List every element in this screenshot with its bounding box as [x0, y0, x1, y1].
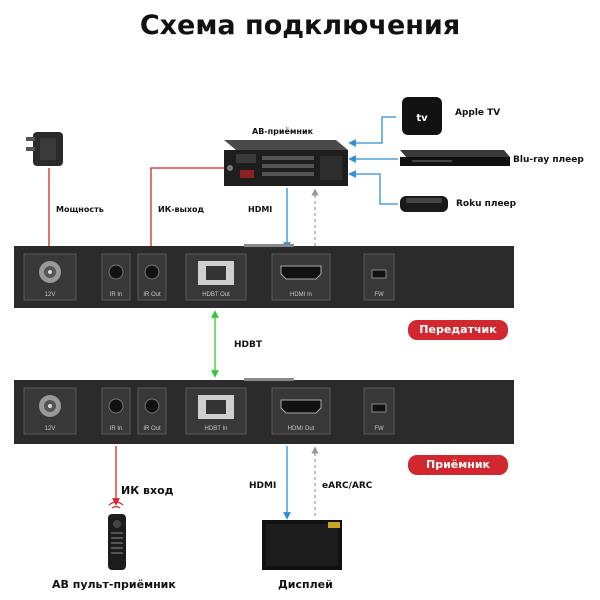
- av-receiver-icon: [224, 140, 348, 186]
- svg-text:tv: tv: [416, 113, 428, 124]
- rx-port-hdbt: HDBT In: [204, 426, 228, 432]
- ir-out-line: [150, 164, 232, 250]
- remote-icon: [108, 501, 126, 570]
- remote-label: АВ пульт-приёмник: [52, 578, 176, 591]
- roku-label: Roku плеер: [456, 199, 517, 209]
- hdbt-label: HDBT: [234, 340, 263, 350]
- av-receiver-label: АВ-приёмник: [252, 127, 313, 136]
- ir-in-label: ИК вход: [121, 484, 174, 497]
- hdmi-top-label: HDMI: [248, 205, 273, 214]
- display-icon: [262, 520, 342, 570]
- tx-port-fw: FW: [374, 292, 384, 298]
- earc-label: eARC/ARC: [322, 481, 373, 491]
- power-label: Мощность: [56, 205, 104, 214]
- apple-tv-line: [348, 116, 396, 147]
- transmitter-badge: Передатчик: [408, 320, 508, 340]
- rx-port-hdmi: HDMI Out: [287, 426, 315, 432]
- tx-port-12v: 12V: [44, 292, 56, 298]
- tx-port-ir-out: IR Out: [143, 292, 161, 298]
- roku-player-icon: [400, 196, 448, 212]
- rx-port-12v: 12V: [44, 426, 56, 432]
- power-adapter-icon: [26, 132, 63, 166]
- rx-port-fw: FW: [374, 426, 384, 432]
- rx-port-ir-out: IR Out: [143, 426, 161, 432]
- roku-line: [348, 170, 398, 205]
- rx-port-ir-in: IR In: [109, 426, 123, 432]
- receiver-badge: Приёмник: [408, 455, 508, 475]
- transmitter-unit: [14, 244, 514, 308]
- bluray-player-icon: [400, 150, 510, 166]
- display-label: Дисплей: [278, 578, 333, 591]
- tx-port-hdmi: HDMI In: [289, 292, 312, 298]
- page-title: Схема подключения: [139, 10, 461, 41]
- tx-port-ir-in: IR In: [109, 292, 123, 298]
- apple-tv-icon: tv: [402, 97, 442, 135]
- hdmi-bottom-label: HDMI: [249, 481, 277, 491]
- receiver-unit: [14, 378, 514, 444]
- tx-port-hdbt: HDBT Out: [202, 292, 230, 298]
- ir-out-label: ИК-выход: [158, 205, 204, 214]
- bluray-label: Blu-ray плеер: [513, 155, 584, 165]
- apple-tv-label: Apple TV: [455, 108, 501, 118]
